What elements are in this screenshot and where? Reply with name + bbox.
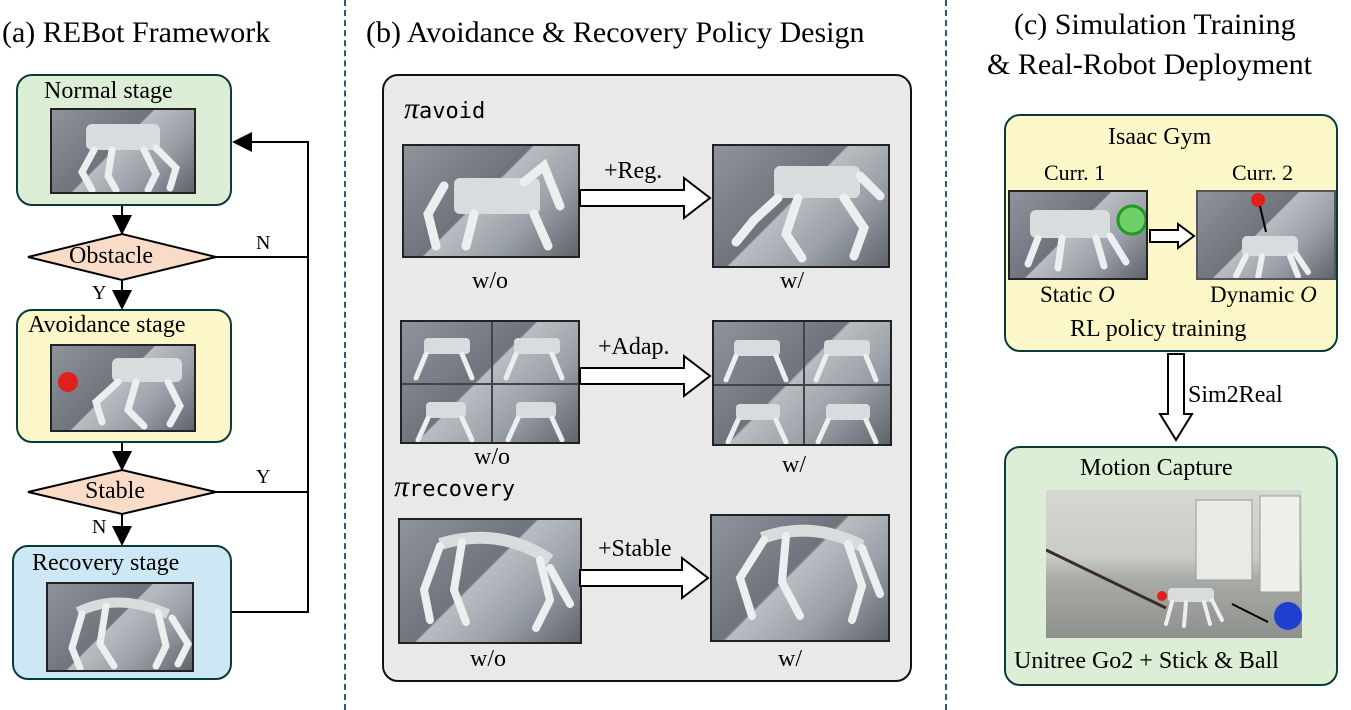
curriculum-arrow	[1149, 222, 1196, 250]
avoidance-stage-label: Avoidance stage	[28, 312, 186, 338]
dynamic-o-label: Dynamic O	[1210, 282, 1317, 307]
robot-icon	[731, 166, 885, 263]
edge-label-n-top: N	[256, 232, 271, 254]
pi-recovery-label: πrecovery	[394, 470, 515, 503]
robot-icon	[68, 597, 192, 670]
static-o-label: Static O	[1040, 282, 1115, 307]
normal-stage-label: Normal stage	[44, 78, 173, 104]
stable-w-image	[710, 514, 890, 642]
edge-label-y-top: Y	[92, 282, 107, 304]
panel-a-title: (a) REBot Framework	[2, 16, 271, 49]
adap-wo-label: w/o	[474, 444, 510, 470]
panel-c-title-line1: (c) Simulation Training	[1014, 8, 1296, 41]
avoid-wo-label: w/o	[472, 268, 508, 294]
robot-icon	[423, 158, 565, 251]
robot-icon	[419, 531, 574, 632]
curr2-label: Curr. 2	[1232, 160, 1294, 185]
adap-w-label: w/	[782, 452, 806, 478]
robot-grid-icon	[402, 322, 578, 442]
reg-arrow	[579, 175, 712, 221]
adap-w-image	[712, 320, 892, 446]
lab-photo	[1046, 490, 1302, 638]
obstacle-label: Obstacle	[69, 243, 153, 269]
lab-scene-icon	[1046, 495, 1302, 630]
panel-c-title-line2: & Real-Robot Deployment	[987, 48, 1312, 81]
panel-b-title: (b) Avoidance & Recovery Policy Design	[366, 16, 865, 49]
robot-icon	[735, 524, 884, 624]
robot-icon	[1024, 204, 1146, 272]
adap-wo-image	[400, 320, 580, 444]
robot-icon	[58, 358, 184, 430]
motion-capture-label: Motion Capture	[1080, 455, 1233, 481]
flowchart-lines	[27, 132, 309, 613]
avoid-w-image	[712, 144, 890, 268]
edge-label-y-bottom: Y	[256, 466, 271, 488]
avoidance-robot-image	[50, 344, 196, 432]
curr1-label: Curr. 1	[1044, 160, 1106, 185]
stable-wo-image	[398, 518, 582, 644]
stable-arrow	[579, 555, 710, 601]
avoid-w-label: w/	[780, 268, 804, 294]
adap-arrow	[579, 353, 712, 399]
sim2real-label: Sim2Real	[1188, 382, 1283, 408]
divider-right	[945, 0, 947, 710]
policy-arrows	[579, 175, 712, 601]
sim2real-arrow	[1158, 353, 1194, 442]
pi-avoid-label: πavoid	[404, 92, 486, 125]
unitree-label: Unitree Go2 + Stick & Ball	[1014, 648, 1279, 674]
normal-robot-image	[50, 108, 196, 194]
robot-icon	[78, 124, 180, 192]
avoid-wo-image	[402, 144, 580, 258]
curr2-image	[1196, 190, 1336, 280]
isaac-gym-label: Isaac Gym	[1108, 124, 1212, 150]
robot-icon	[1233, 193, 1311, 278]
recovery-robot-image	[46, 582, 194, 672]
stable-w-label: w/	[778, 646, 802, 672]
rl-training-label: RL policy training	[1070, 316, 1247, 342]
reg-label: +Reg.	[604, 158, 663, 184]
curr1-image	[1008, 190, 1148, 280]
recovery-stage-label: Recovery stage	[32, 550, 180, 576]
adap-label: +Adap.	[598, 334, 670, 360]
edge-label-n-bottom: N	[92, 516, 107, 538]
stable-arrow-label: +Stable	[598, 536, 672, 562]
divider-left	[344, 0, 346, 710]
stable-wo-label: w/o	[470, 646, 506, 672]
robot-grid-icon	[714, 322, 890, 444]
stable-label: Stable	[85, 478, 145, 504]
